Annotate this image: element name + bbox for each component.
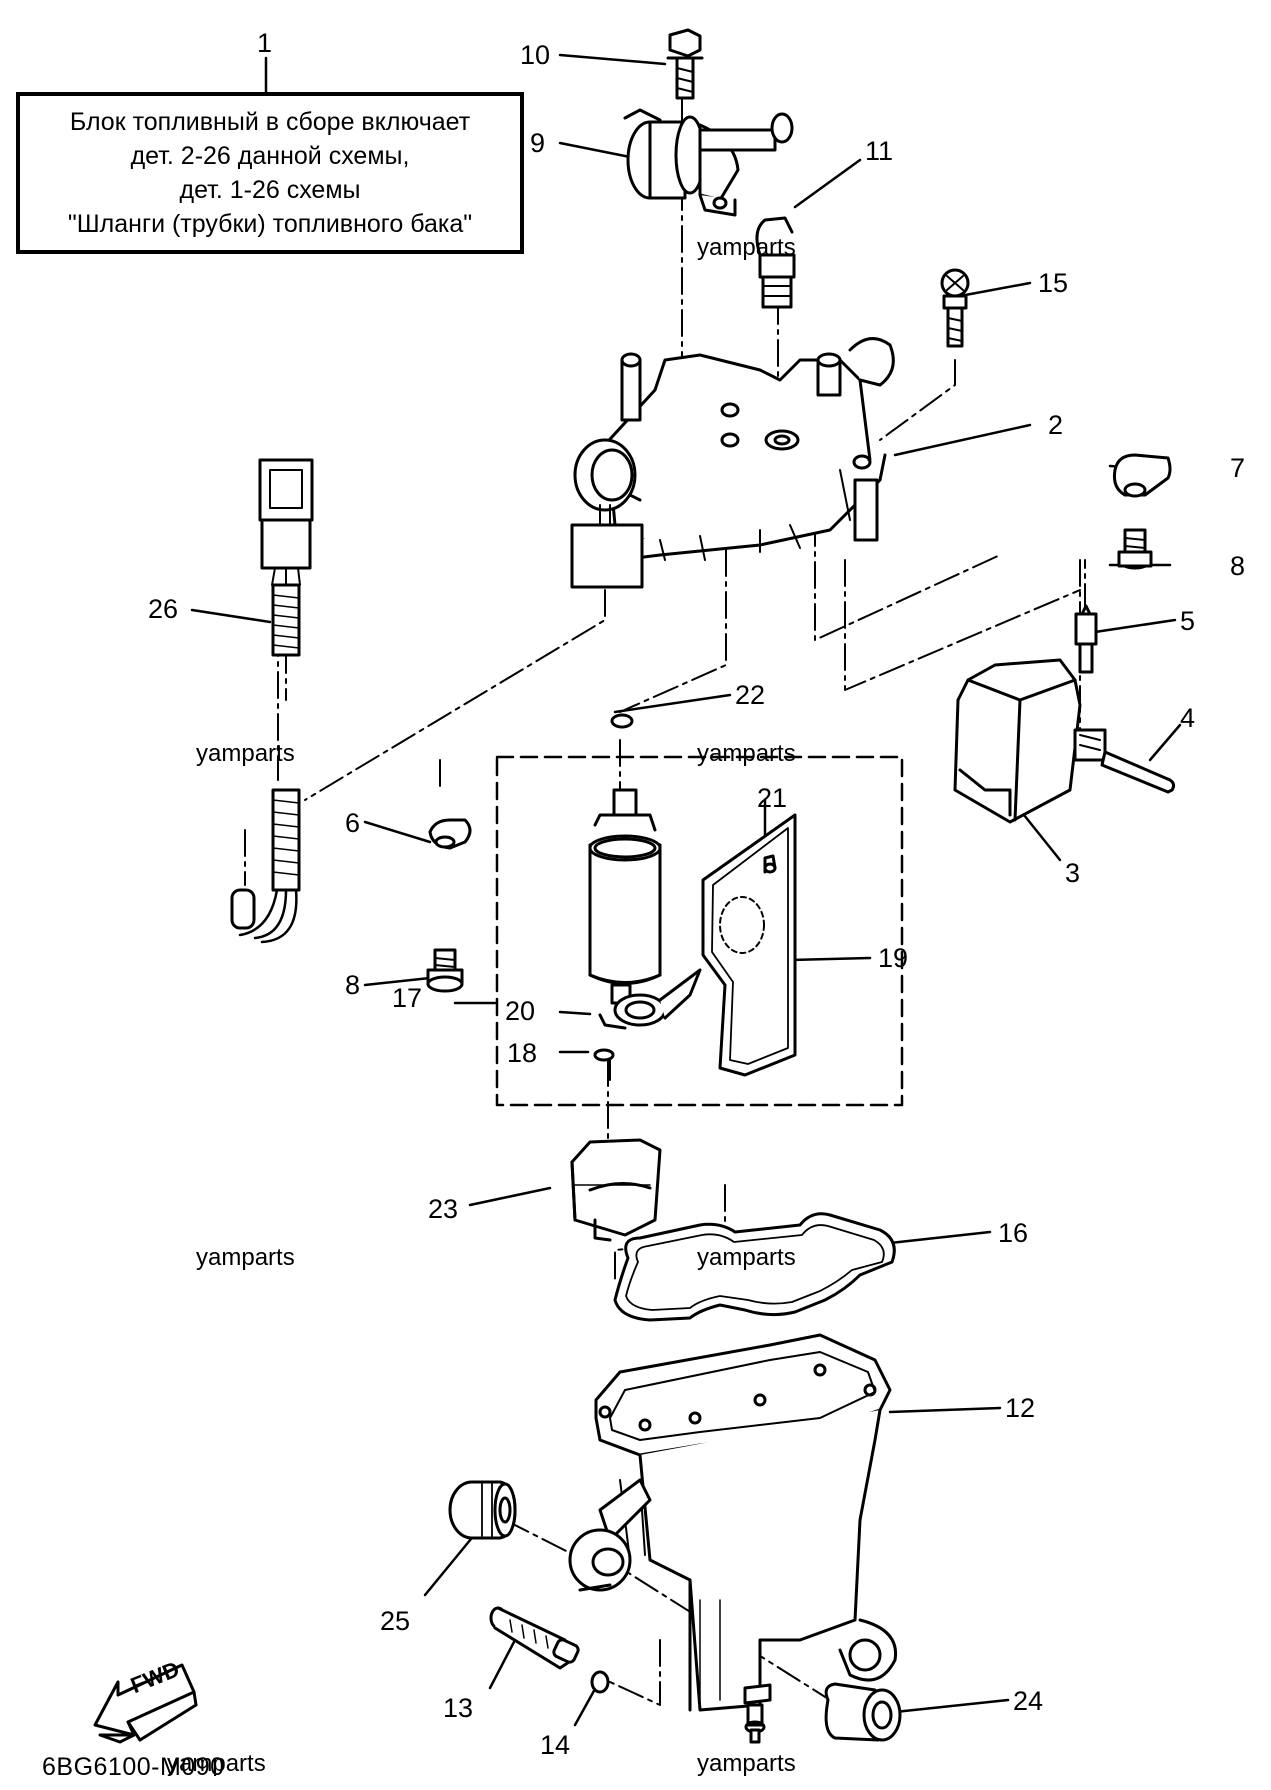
callout-9: 9 [530,128,546,158]
note-line-2: дет. 2-26 данной схемы, [130,142,410,170]
pressure-regulator-9 [623,108,794,217]
float-3 [953,658,1107,824]
callout-8-top: 8 [1230,551,1246,581]
filter-clip-21 [763,854,777,874]
harness-26 [230,458,314,944]
watermark: yamparts [697,1750,796,1777]
fitting-11 [755,216,796,309]
screw-8-top [1117,528,1153,570]
clip-20 [598,968,702,1030]
callout-12: 12 [1005,1393,1036,1423]
fuel-unit-body-2 [570,337,895,589]
grommet-25 [448,1480,517,1540]
o-ring-14 [590,1670,610,1694]
o-ring-22 [610,713,634,729]
plug-24 [824,1682,902,1742]
callout-17: 17 [392,983,423,1013]
callout-22: 22 [735,680,766,710]
watermark: yamparts [196,1244,295,1271]
pin-4 [1100,750,1176,794]
note-line-4: "Шланги (трубки) топливного бака" [67,210,473,238]
fuel-pump [588,788,662,1005]
bowl-12 [568,1333,898,1744]
callout-8-left: 8 [345,970,361,1000]
drain-screw-13 [489,1606,580,1670]
watermark: yamparts [697,740,796,767]
callout-16: 16 [998,1218,1029,1248]
bracket-6 [428,818,472,850]
note-line-1: Блок топливный в сборе включает [69,108,471,136]
assembly-note-box: Блок топливный в сборе включает дет. 2-2… [16,92,524,254]
watermark: yamparts [697,1244,796,1271]
gasket-16 [613,1212,896,1322]
callout-7: 7 [1230,453,1246,483]
watermark: yamparts [196,740,295,767]
callout-20: 20 [505,996,536,1026]
callout-26: 26 [148,594,179,624]
watermark: yamparts [167,1750,266,1777]
callout-24: 24 [1013,1686,1044,1716]
bolt-10 [666,28,704,100]
callout-11: 11 [865,136,894,166]
callout-21: 21 [757,783,788,813]
callout-4: 4 [1180,703,1196,733]
filter-19 [701,813,797,1077]
callout-18: 18 [507,1038,538,1068]
fwd-arrow-icon [93,1663,198,1744]
pump-kit-box [495,755,904,1107]
o-ring-18 [593,1048,615,1062]
bracket-7 [1113,453,1172,498]
callout-5: 5 [1180,606,1196,636]
callout-25: 25 [380,1606,411,1636]
needle-valve-5 [1074,604,1098,674]
callout-13: 13 [443,1693,474,1723]
diagram-code: 6BG6100-M090 [42,1753,225,1781]
callout-3: 3 [1065,858,1081,888]
callout-19: 19 [878,943,909,973]
callout-10: 10 [520,40,551,70]
screw-15 [940,268,970,348]
callout-23: 23 [428,1194,459,1224]
callout-2: 2 [1048,410,1064,440]
callout-15: 15 [1038,268,1069,298]
callout-1: 1 [257,28,273,58]
callout-6: 6 [345,808,361,838]
screw-8-left [426,948,464,993]
leader-lines [190,53,1182,1727]
note-line-3: дет. 1-26 схемы [179,176,361,204]
callout-14: 14 [540,1730,571,1760]
watermark: yamparts [697,234,796,261]
holder-23 [570,1138,662,1242]
